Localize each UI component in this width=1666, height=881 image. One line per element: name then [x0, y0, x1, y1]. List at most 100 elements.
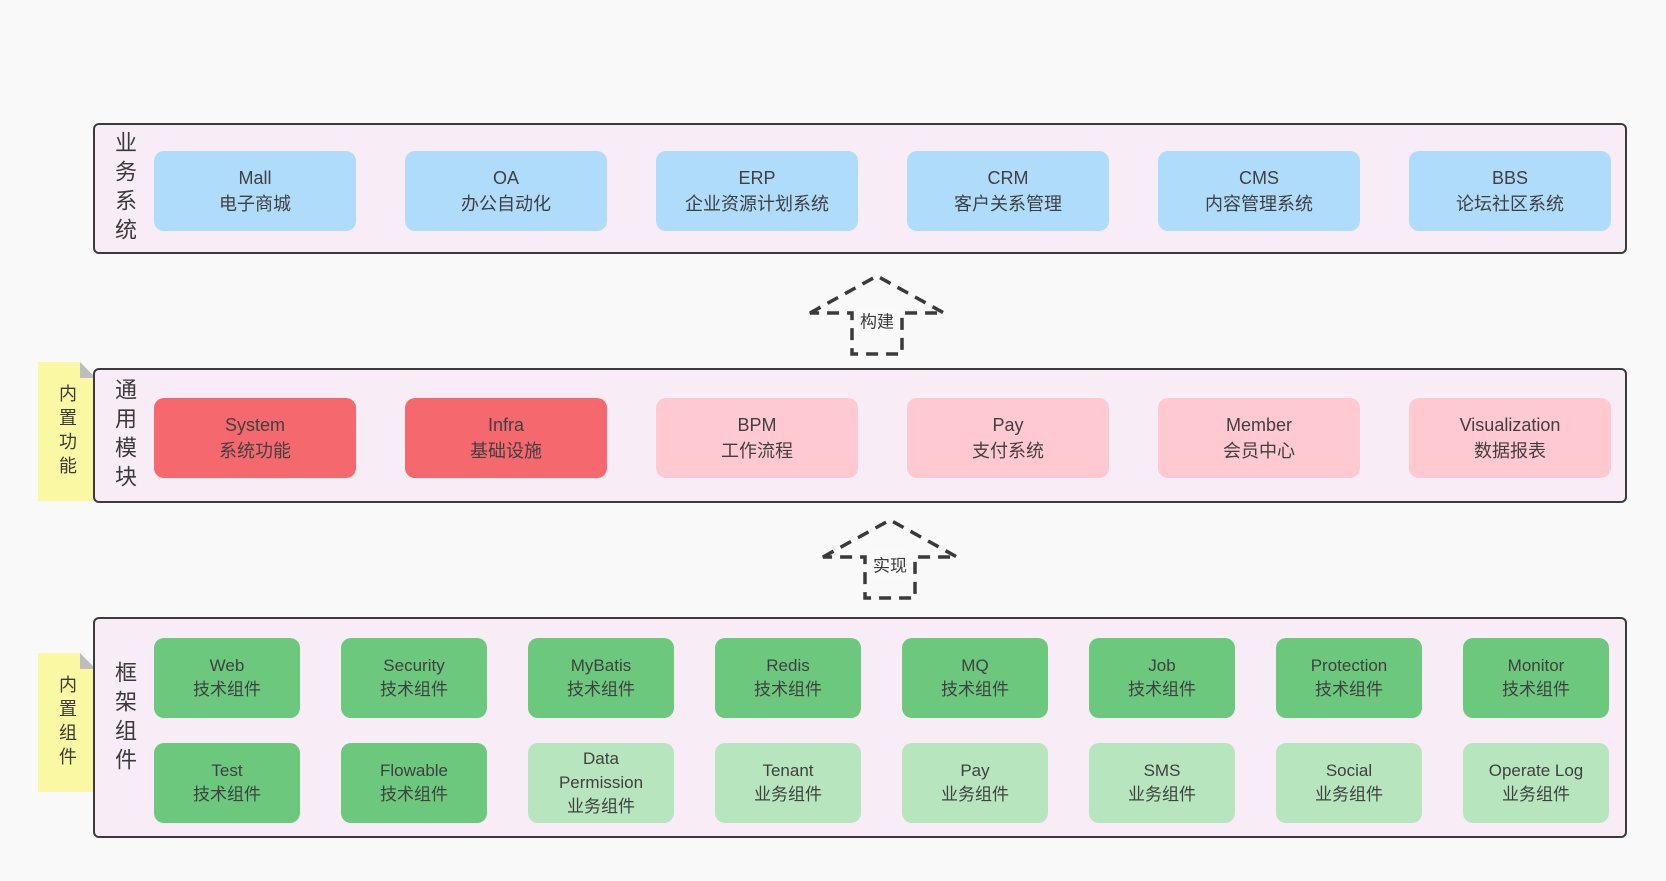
modules-boxes-row: System 系统功能 Infra 基础设施 BPM 工作流程 Pay 支付系统…	[154, 398, 1611, 478]
box-subtitle-zh: 会员中心	[1223, 441, 1295, 461]
box-bbs: BBS 论坛社区系统	[1409, 151, 1611, 231]
box-subtitle-zh: 技术组件	[754, 680, 822, 699]
box-title-en: Tenant	[762, 761, 814, 781]
box-title-en: Infra	[487, 414, 525, 435]
components-row-1: Web 技术组件 Security 技术组件 MyBatis 技术组件 Redi…	[154, 638, 1609, 718]
box-system: System 系统功能	[154, 398, 356, 478]
arrow-label: 构建	[857, 306, 897, 334]
box-subtitle-zh: 技术组件	[941, 680, 1009, 699]
box-subtitle-zh: 技术组件	[380, 680, 448, 699]
box-title-en: System	[224, 414, 285, 435]
box-title-en: Pay	[960, 761, 990, 781]
layer-label: 业务系统	[112, 130, 137, 247]
box-web: Web 技术组件	[154, 638, 300, 718]
box-subtitle-zh: 技术组件	[380, 785, 448, 804]
box-member: Member 会员中心	[1158, 398, 1360, 478]
box-bpm: BPM 工作流程	[656, 398, 858, 478]
box-title-en: Flowable	[379, 761, 449, 781]
box-title-en: CMS	[1239, 167, 1279, 188]
box-cms: CMS 内容管理系统	[1158, 151, 1360, 231]
sticky-note-built-in-components: 内置组件	[38, 653, 96, 792]
box-operate-log: Operate Log 业务组件	[1463, 743, 1609, 823]
arrow-label: 实现	[870, 550, 910, 578]
dashed-up-arrow-implement: 实现	[820, 517, 960, 601]
box-test: Test 技术组件	[154, 743, 300, 823]
box-mq: MQ 技术组件	[902, 638, 1048, 718]
box-data-permission: Data Permission 业务组件	[528, 743, 674, 823]
box-erp: ERP 企业资源计划系统	[656, 151, 858, 231]
box-sms: SMS 业务组件	[1089, 743, 1235, 823]
box-subtitle-zh: 业务组件	[1315, 785, 1383, 804]
up-arrow-icon	[822, 518, 958, 600]
box-title-en: Visualization	[1459, 414, 1561, 435]
box-title-en: CRM	[987, 167, 1029, 188]
box-subtitle-zh: 客户关系管理	[954, 194, 1062, 214]
box-title-en: SMS	[1143, 761, 1181, 781]
layer-business-systems: 业务系统 Mall 电子商城 OA 办公自动化 ERP 企业资源计划系统 CRM…	[93, 123, 1627, 254]
box-subtitle-zh: 论坛社区系统	[1456, 194, 1564, 214]
box-subtitle-zh: 技术组件	[1502, 680, 1570, 699]
layer-label: 通用模块	[112, 377, 137, 494]
box-title-en: MQ	[961, 656, 989, 676]
sticky-label: 内置组件	[57, 674, 77, 771]
box-crm: CRM 客户关系管理	[907, 151, 1109, 231]
box-monitor: Monitor 技术组件	[1463, 638, 1609, 718]
box-subtitle-zh: 系统功能	[219, 441, 291, 461]
layer-label: 框架组件	[112, 660, 137, 777]
box-visualization: Visualization 数据报表	[1409, 398, 1611, 478]
box-subtitle-zh: 业务组件	[1502, 785, 1570, 804]
box-mybatis: MyBatis 技术组件	[528, 638, 674, 718]
box-subtitle-zh: 办公自动化	[461, 194, 551, 214]
components-row-2: Test 技术组件 Flowable 技术组件 Data Permission …	[154, 743, 1609, 823]
box-infra: Infra 基础设施	[405, 398, 607, 478]
box-title-en: Member	[1225, 414, 1292, 435]
box-subtitle-zh: 支付系统	[972, 441, 1044, 461]
box-subtitle-zh: 技术组件	[1315, 680, 1383, 699]
box-title-en: Pay	[992, 414, 1024, 435]
box-title-en: Social	[1325, 761, 1373, 781]
box-subtitle-zh: 技术组件	[193, 785, 261, 804]
box-redis: Redis 技术组件	[715, 638, 861, 718]
box-flowable: Flowable 技术组件	[341, 743, 487, 823]
box-subtitle-zh: 业务组件	[754, 785, 822, 804]
box-title-en: BPM	[737, 414, 777, 435]
sticky-note-built-in-functions: 内置功能	[38, 362, 96, 501]
box-title-en: ERP	[738, 167, 776, 188]
box-title-en: BBS	[1491, 167, 1529, 188]
sticky-label: 内置功能	[57, 383, 77, 480]
box-subtitle-zh: 内容管理系统	[1205, 194, 1313, 214]
box-subtitle-zh: 技术组件	[567, 680, 635, 699]
box-title-en: MyBatis	[570, 656, 632, 676]
up-arrow-icon	[809, 274, 945, 356]
box-title-en: Job	[1148, 656, 1176, 676]
box-title-en: Protection	[1310, 656, 1388, 676]
box-title-en: OA	[492, 167, 519, 188]
box-protection: Protection 技术组件	[1276, 638, 1422, 718]
dashed-up-arrow-build: 构建	[807, 273, 947, 357]
business-boxes-row: Mall 电子商城 OA 办公自动化 ERP 企业资源计划系统 CRM 客户关系…	[154, 151, 1611, 231]
box-subtitle-zh: 企业资源计划系统	[685, 194, 829, 214]
box-title-en: Security	[383, 656, 445, 676]
box-subtitle-zh: 业务组件	[1128, 785, 1196, 804]
box-pay-component: Pay 业务组件	[902, 743, 1048, 823]
box-security: Security 技术组件	[341, 638, 487, 718]
box-title-en: Monitor	[1507, 656, 1565, 676]
box-oa: OA 办公自动化	[405, 151, 607, 231]
box-title-en: Web	[209, 656, 245, 676]
box-subtitle-zh: 技术组件	[1128, 680, 1196, 699]
box-subtitle-zh: 电子商城	[219, 194, 291, 214]
box-subtitle-zh: 基础设施	[470, 441, 542, 461]
box-title-en: Test	[211, 761, 243, 781]
box-job: Job 技术组件	[1089, 638, 1235, 718]
box-subtitle-zh: 数据报表	[1474, 441, 1546, 461]
box-title-en: Redis	[766, 656, 810, 676]
box-title-en: Operate Log	[1488, 761, 1584, 781]
box-subtitle-zh: 业务组件	[941, 785, 1009, 804]
box-tenant: Tenant 业务组件	[715, 743, 861, 823]
box-mall: Mall 电子商城	[154, 151, 356, 231]
box-social: Social 业务组件	[1276, 743, 1422, 823]
box-title-en: Data Permission	[558, 749, 644, 793]
box-subtitle-zh: 技术组件	[193, 680, 261, 699]
box-subtitle-zh: 工作流程	[721, 441, 793, 461]
